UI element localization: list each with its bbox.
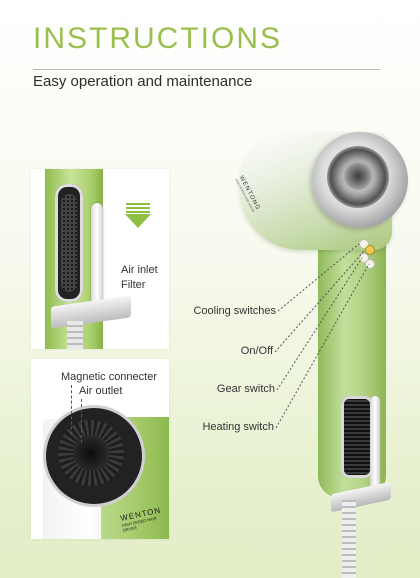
cooling-switch-label: Cooling switches <box>193 305 276 317</box>
cooling-leader-line <box>277 243 360 312</box>
gear-switch-label: Gear switch <box>216 383 275 395</box>
page-subtitle: Easy operation and maintenance <box>33 73 253 90</box>
power-cord <box>67 321 83 349</box>
title-divider <box>33 69 380 70</box>
air-outlet-label: Air outlet <box>79 385 123 397</box>
power-button[interactable] <box>366 246 374 254</box>
filter-detail-panel: Air inlet Filter <box>31 169 169 349</box>
down-arrow-head-icon <box>125 214 151 228</box>
filter-cover <box>91 203 103 315</box>
heating-switch-button[interactable] <box>366 260 374 268</box>
heating-leader-line <box>275 263 370 429</box>
gear-leader-line <box>276 257 363 391</box>
page-title: INSTRUCTIONS <box>33 22 282 55</box>
dryer-inlet-grille <box>341 396 373 478</box>
air-inlet-grille <box>55 184 83 302</box>
cooling-switch-button[interactable] <box>360 240 368 248</box>
onoff-leader-line <box>274 249 366 353</box>
gear-switch-button[interactable] <box>360 254 368 262</box>
filter-label: Air inlet Filter <box>121 263 158 293</box>
filter-label-line2: Filter <box>121 279 146 291</box>
heating-switch-label: Heating switch <box>202 421 274 433</box>
filter-label-line1: Air inlet <box>121 264 158 276</box>
outlet-detail-panel: WENTON HIGH SPEED HAIR DRYER Magnetic co… <box>31 359 169 539</box>
air-outlet-core <box>73 435 109 471</box>
dryer-power-cord <box>342 500 356 578</box>
magnetic-leader-line <box>71 385 72 435</box>
onoff-label: On/Off <box>240 345 273 357</box>
magnetic-connector-label: Magnetic connecter <box>61 371 157 383</box>
dryer-nozzle-core <box>344 162 372 190</box>
dryer-filter-cover <box>370 396 380 496</box>
down-arrow-icon <box>126 201 150 213</box>
outlet-leader-line <box>81 399 82 443</box>
